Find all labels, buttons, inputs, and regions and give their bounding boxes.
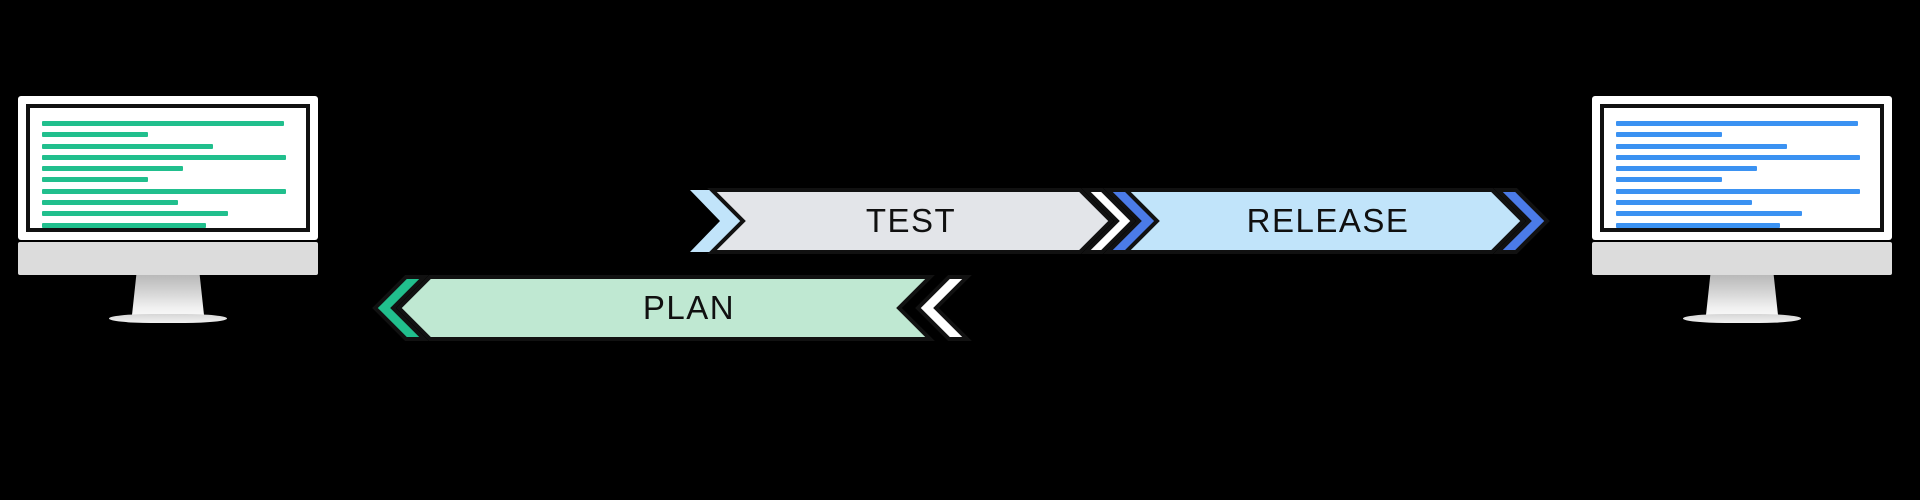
code-line: [42, 154, 287, 160]
code-line: [42, 188, 287, 194]
code-line: [42, 177, 148, 183]
right-monitor-stand-wrap: [1592, 275, 1892, 323]
release-arrow-shape: [1103, 188, 1550, 254]
code-line: [42, 121, 284, 126]
code-line: [1616, 211, 1803, 217]
code-line: [1616, 154, 1861, 160]
code-line: [1616, 143, 1788, 149]
right-monitor-screen: [1600, 104, 1884, 232]
code-line: [42, 200, 179, 206]
stage-arrow-test[interactable]: TEST: [690, 188, 1136, 254]
right-monitor-code-lines: [1616, 118, 1868, 228]
left-monitor-screen: [26, 104, 310, 232]
stage-arrow-plan[interactable]: PLAN: [372, 275, 972, 341]
left-monitor-bezel: [18, 96, 318, 240]
test-arrow-shape: [690, 188, 1136, 254]
right-monitor: [1592, 96, 1892, 323]
right-monitor-bezel: [1592, 96, 1892, 240]
code-line: [1616, 188, 1861, 194]
stage-arrow-release[interactable]: RELEASE: [1103, 188, 1550, 254]
code-line: [1616, 166, 1758, 172]
left-monitor-foot: [109, 314, 227, 323]
left-monitor-stand-wrap: [18, 275, 318, 323]
code-line: [42, 211, 229, 217]
plan-arrow-shape: [372, 275, 972, 341]
left-monitor-base-bar: [18, 242, 318, 275]
code-line: [42, 132, 148, 138]
right-monitor-stand: [1706, 275, 1778, 315]
code-line: [1616, 177, 1722, 183]
code-line: [1616, 121, 1858, 126]
code-line: [42, 143, 214, 149]
code-line: [42, 222, 206, 228]
left-monitor-stand: [132, 275, 204, 315]
right-monitor-foot: [1683, 314, 1801, 323]
code-line: [1616, 222, 1780, 228]
code-line: [42, 166, 184, 172]
left-monitor-code-lines: [42, 118, 294, 228]
code-line: [1616, 200, 1753, 206]
code-line: [1616, 132, 1722, 138]
right-monitor-base-bar: [1592, 242, 1892, 275]
left-monitor: [18, 96, 318, 323]
